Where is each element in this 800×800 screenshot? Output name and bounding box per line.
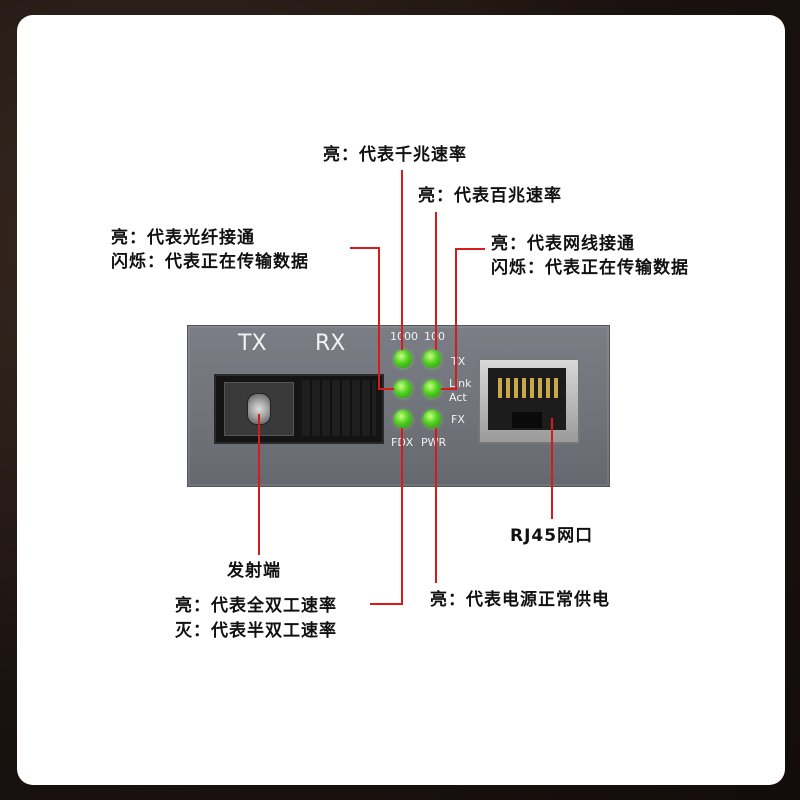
fiber-port-housing: [224, 382, 294, 436]
label-full-duplex: 亮：代表全双工速率: [175, 596, 337, 616]
label-rj45: RJ45网口: [510, 526, 594, 546]
led-100: [423, 350, 441, 368]
led-label-1000: 1000: [390, 330, 418, 343]
leader-fdx: [370, 428, 403, 605]
led-label-fx: FX: [451, 413, 465, 426]
rj45-latch: [512, 412, 542, 428]
label-gigabit: 亮：代表千兆速率: [323, 145, 467, 165]
led-label-100: 100: [424, 330, 445, 343]
led-label-pwr: PWR: [421, 436, 447, 449]
led-pwr: [423, 410, 441, 428]
tx-port-label: TX: [238, 331, 267, 356]
fiber-sc-port[interactable]: [214, 374, 384, 444]
label-fiber-on: 亮：代表光纤接通: [111, 228, 255, 248]
leader-network: [441, 248, 485, 390]
led-network-link: [423, 380, 441, 398]
label-power: 亮：代表电源正常供电: [430, 590, 610, 610]
rx-port-label: RX: [315, 331, 346, 356]
led-fdx: [394, 410, 412, 428]
leader-fiber: [350, 247, 394, 390]
label-half-duplex: 灭：代表半双工速率: [175, 621, 337, 641]
led-label-tx: TX: [451, 355, 466, 368]
dust-cap: [302, 380, 376, 436]
label-network-on: 亮：代表网线接通: [491, 234, 635, 254]
label-network-blink: 闪烁：代表正在传输数据: [491, 258, 689, 278]
led-label-link: Link: [449, 377, 472, 390]
label-fiber-blink: 闪烁：代表正在传输数据: [111, 252, 309, 272]
led-1000: [394, 350, 412, 368]
label-fast-ethernet: 亮：代表百兆速率: [418, 186, 562, 206]
led-label-act: Act: [449, 391, 467, 404]
led-fiber-link: [394, 380, 412, 398]
label-transmitter: 发射端: [227, 561, 281, 581]
